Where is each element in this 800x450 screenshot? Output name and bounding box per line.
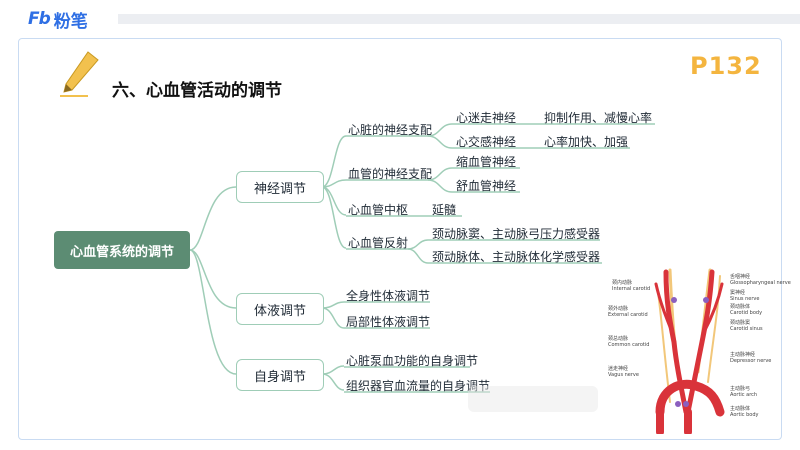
label-glossopharyngeal: 舌咽神经 Glossopharyngeal nerve — [730, 274, 791, 286]
label-aortic-body: 主动脉体 Aortic body — [730, 406, 759, 418]
node-heart-pump-auto: 心脏泵血功能的自身调节 — [346, 354, 479, 368]
node-heart-innervation: 心脏的神经支配 — [348, 123, 433, 137]
label-internal-carotid: 颈内动脉 Internal carotid — [612, 280, 651, 292]
brand-logo: Fb 粉笔 — [28, 8, 88, 32]
node-cv-center: 心血管中枢 — [348, 203, 409, 217]
node-constrictor: 缩血管神经 — [456, 155, 517, 169]
label-depressor-nerve: 主动脉神经 Depressor nerve — [730, 352, 772, 364]
node-tissue-flow-auto: 组织器官血流量的自身调节 — [346, 379, 491, 393]
node-neural: 神经调节 — [236, 171, 324, 203]
node-auto: 自身调节 — [236, 359, 324, 391]
header-band — [118, 14, 800, 24]
node-vessel-innervation: 血管的神经支配 — [348, 167, 433, 181]
node-sympathetic-effect: 心率加快、加强 — [544, 135, 629, 149]
pen-icon — [60, 51, 99, 97]
label-external-carotid: 颈外动脉 External carotid — [608, 306, 648, 318]
node-local-humoral: 局部性体液调节 — [346, 315, 431, 329]
node-sympathetic: 心交感神经 — [456, 135, 517, 149]
label-common-carotid: 颈总动脉 Common carotid — [608, 336, 650, 348]
node-medulla: 延髓 — [432, 203, 457, 217]
node-chemoreceptor: 颈动脉体、主动脉体化学感受器 — [432, 250, 601, 264]
node-systemic-humoral: 全身性体液调节 — [346, 289, 431, 303]
node-baroreceptor: 颈动脉窦、主动脉弓压力感受器 — [432, 227, 601, 241]
node-dilator: 舒血管神经 — [456, 179, 517, 193]
label-vagus-nerve: 迷走神经 Vagus nerve — [608, 366, 639, 378]
node-vagus: 心迷走神经 — [456, 111, 517, 125]
logo-text: 粉笔 — [53, 11, 88, 32]
node-cv-reflex: 心血管反射 — [348, 236, 409, 250]
mindmap-root: 心血管系统的调节 — [54, 231, 190, 269]
label-carotid-sinus: 颈动脉窦 Carotid sinus — [730, 320, 763, 332]
label-carotid-body: 颈动脉体 Carotid body — [730, 304, 763, 316]
top-bar: Fb 粉笔 — [0, 0, 800, 34]
label-sinus-nerve: 窦神经 Sinus nerve — [730, 290, 760, 302]
node-humoral: 体液调节 — [236, 293, 324, 325]
logo-mark: Fb — [28, 9, 51, 29]
page-number: P132 — [690, 52, 762, 80]
label-aortic-arch: 主动脉弓 Aortic arch — [730, 386, 758, 398]
node-vagus-effect: 抑制作用、减慢心率 — [544, 111, 653, 125]
watermark — [468, 386, 598, 412]
artery-diagram — [654, 268, 725, 436]
carotid-aortic-anatomy-figure: 颈内动脉 Internal carotid 颈外动脉 External caro… — [600, 262, 791, 436]
page-title: 六、心血管活动的调节 — [112, 81, 282, 101]
